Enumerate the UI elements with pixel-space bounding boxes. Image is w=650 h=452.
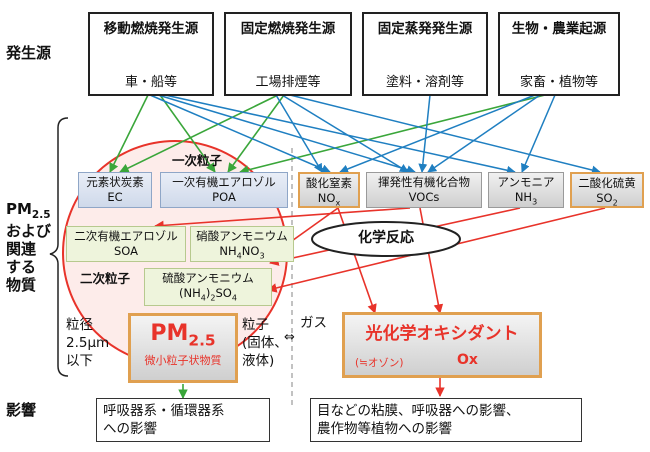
blue-arrow	[418, 94, 431, 173]
ec-name: 元素状炭素	[86, 175, 144, 189]
nox-box: 酸化窒素 NOx	[298, 172, 360, 208]
source-examples: 車・船等	[124, 75, 177, 90]
left-brace	[49, 117, 69, 377]
nh3-box: アンモニア NH3	[488, 172, 564, 208]
source-title: 固定燃焼発生源	[240, 21, 336, 37]
so2-name: 二酸化硫黄	[578, 176, 636, 190]
source-examples: 工場排煙等	[255, 75, 321, 90]
blue-arrow	[521, 94, 556, 173]
vocs-symbol: VOCs	[408, 189, 440, 204]
ammonium-sulfate-formula: (NH4)2SO4	[179, 285, 237, 303]
phase-solid: (固体、	[242, 335, 288, 352]
nh3-name: アンモニア	[497, 175, 555, 189]
primary-particle-label: 一次粒子	[172, 153, 223, 168]
pm25-title: PM2.5	[150, 321, 216, 350]
nox-formula: NOx	[317, 190, 341, 208]
vocs-box: 揮発性有機化合物 VOCs	[366, 172, 482, 208]
soa-symbol: SOA	[113, 243, 139, 258]
effect-line: 農作物等植物への影響	[317, 421, 452, 438]
blue-arrow	[427, 94, 541, 173]
nox-name: 酸化窒素	[306, 176, 352, 190]
ox-note: (≒オゾン)	[355, 357, 404, 369]
blue-arrow	[281, 94, 409, 173]
row-label-effects: 影響	[6, 401, 37, 419]
particle-size-label: 粒径 2.5μm 以下	[66, 316, 109, 371]
size-line: 粒径	[66, 317, 93, 333]
effect-line: への影響	[103, 421, 157, 438]
source-stationary-combustion: 固定燃焼発生源 工場排煙等	[224, 12, 352, 96]
ammonium-nitrate-formula: NH4NO3	[219, 243, 265, 261]
source-biogenic-agricultural: 生物・農業起源 家畜・植物等	[498, 12, 620, 96]
green-arrow	[239, 94, 546, 175]
green-arrow	[227, 94, 285, 173]
ammonium-nitrate-name: 硝酸アンモニウム	[196, 229, 288, 243]
source-stationary-evaporation: 固定蒸発発生源 塗料・溶剤等	[362, 12, 488, 96]
pm-effect-box: 呼吸器系・循環器系 への影響	[96, 398, 270, 442]
primary-emission-arrows	[109, 94, 546, 399]
ammonium-sulfate-name: 硫酸アンモニウム	[162, 271, 254, 285]
source-examples: 家畜・植物等	[519, 75, 598, 90]
ox-box: 光化学オキシダント (≒オゾン) Ox	[342, 312, 542, 378]
ammonium-nitrate-box: 硝酸アンモニウム NH4NO3	[190, 226, 294, 262]
blue-arrow	[149, 94, 331, 173]
size-line: 以下	[66, 353, 93, 370]
so2-formula: SO2	[596, 190, 618, 208]
reaction-ellipse	[311, 221, 461, 257]
size-value: 2.5μm	[66, 335, 110, 352]
effect-line: 目などの粘膜、呼吸器への影響、	[317, 403, 520, 419]
source-mobile-combustion: 移動燃焼発生源 車・船等	[88, 12, 214, 96]
blue-arrow	[289, 94, 601, 175]
green-arrow	[119, 94, 279, 173]
poa-box: 一次有機エアロゾル POA	[160, 172, 288, 208]
soa-box: 二次有機エアロゾル SOA	[66, 226, 186, 262]
so2-box: 二酸化硫黄 SO2	[570, 172, 644, 208]
ammonium-sulfate-box: 硫酸アンモニウム (NH4)2SO4	[144, 268, 272, 306]
blue-arrow	[275, 94, 323, 173]
poa-symbol: POA	[212, 189, 236, 204]
ox-symbol: Ox	[457, 352, 478, 368]
reaction-label: 化学反応	[358, 230, 414, 246]
source-title: 生物・農業起源	[511, 21, 607, 37]
red-arrow	[154, 207, 411, 231]
row-label-sources: 発生源	[6, 44, 52, 62]
effect-line: 呼吸器系・循環器系	[103, 403, 225, 419]
gas-phase-label: ガス	[300, 315, 327, 331]
pm25-box: PM2.5 微小粒子状物質	[128, 313, 238, 383]
ec-box: 元素状炭素 EC	[78, 172, 152, 208]
source-title: 固定蒸発発生源	[377, 21, 473, 37]
poa-name: 一次有機エアロゾル	[172, 175, 276, 189]
green-arrow	[159, 94, 216, 173]
phase-arrow: ⇔	[284, 330, 295, 345]
ec-symbol: EC	[107, 189, 123, 204]
secondary-particle-label: 二次粒子	[80, 271, 131, 286]
phase-liquid: 液体)	[242, 353, 275, 370]
row-label-pm-related: PM2.5 および 関連 する 物質	[6, 200, 52, 294]
source-examples: 塗料・溶剤等	[385, 75, 464, 90]
green-arrow	[109, 94, 149, 173]
soa-name: 二次有機エアロゾル	[74, 229, 178, 243]
particle-phase-label: 粒子 (固体、 液体)	[242, 316, 288, 371]
ox-effect-box: 目などの粘膜、呼吸器への影響、 農作物等植物への影響	[310, 398, 582, 442]
gas-emission-arrows	[149, 94, 601, 175]
blue-arrow	[164, 94, 516, 175]
nh3-formula: NH3	[514, 189, 538, 207]
ox-title: 光化学オキシダント	[365, 324, 519, 344]
source-title: 移動燃焼発生源	[103, 21, 199, 37]
phase-particle: 粒子	[242, 317, 269, 333]
pm25-caption: 微小粒子状物質	[144, 354, 222, 368]
blue-arrow	[339, 94, 536, 174]
vocs-name: 揮発性有機化合物	[378, 175, 470, 189]
